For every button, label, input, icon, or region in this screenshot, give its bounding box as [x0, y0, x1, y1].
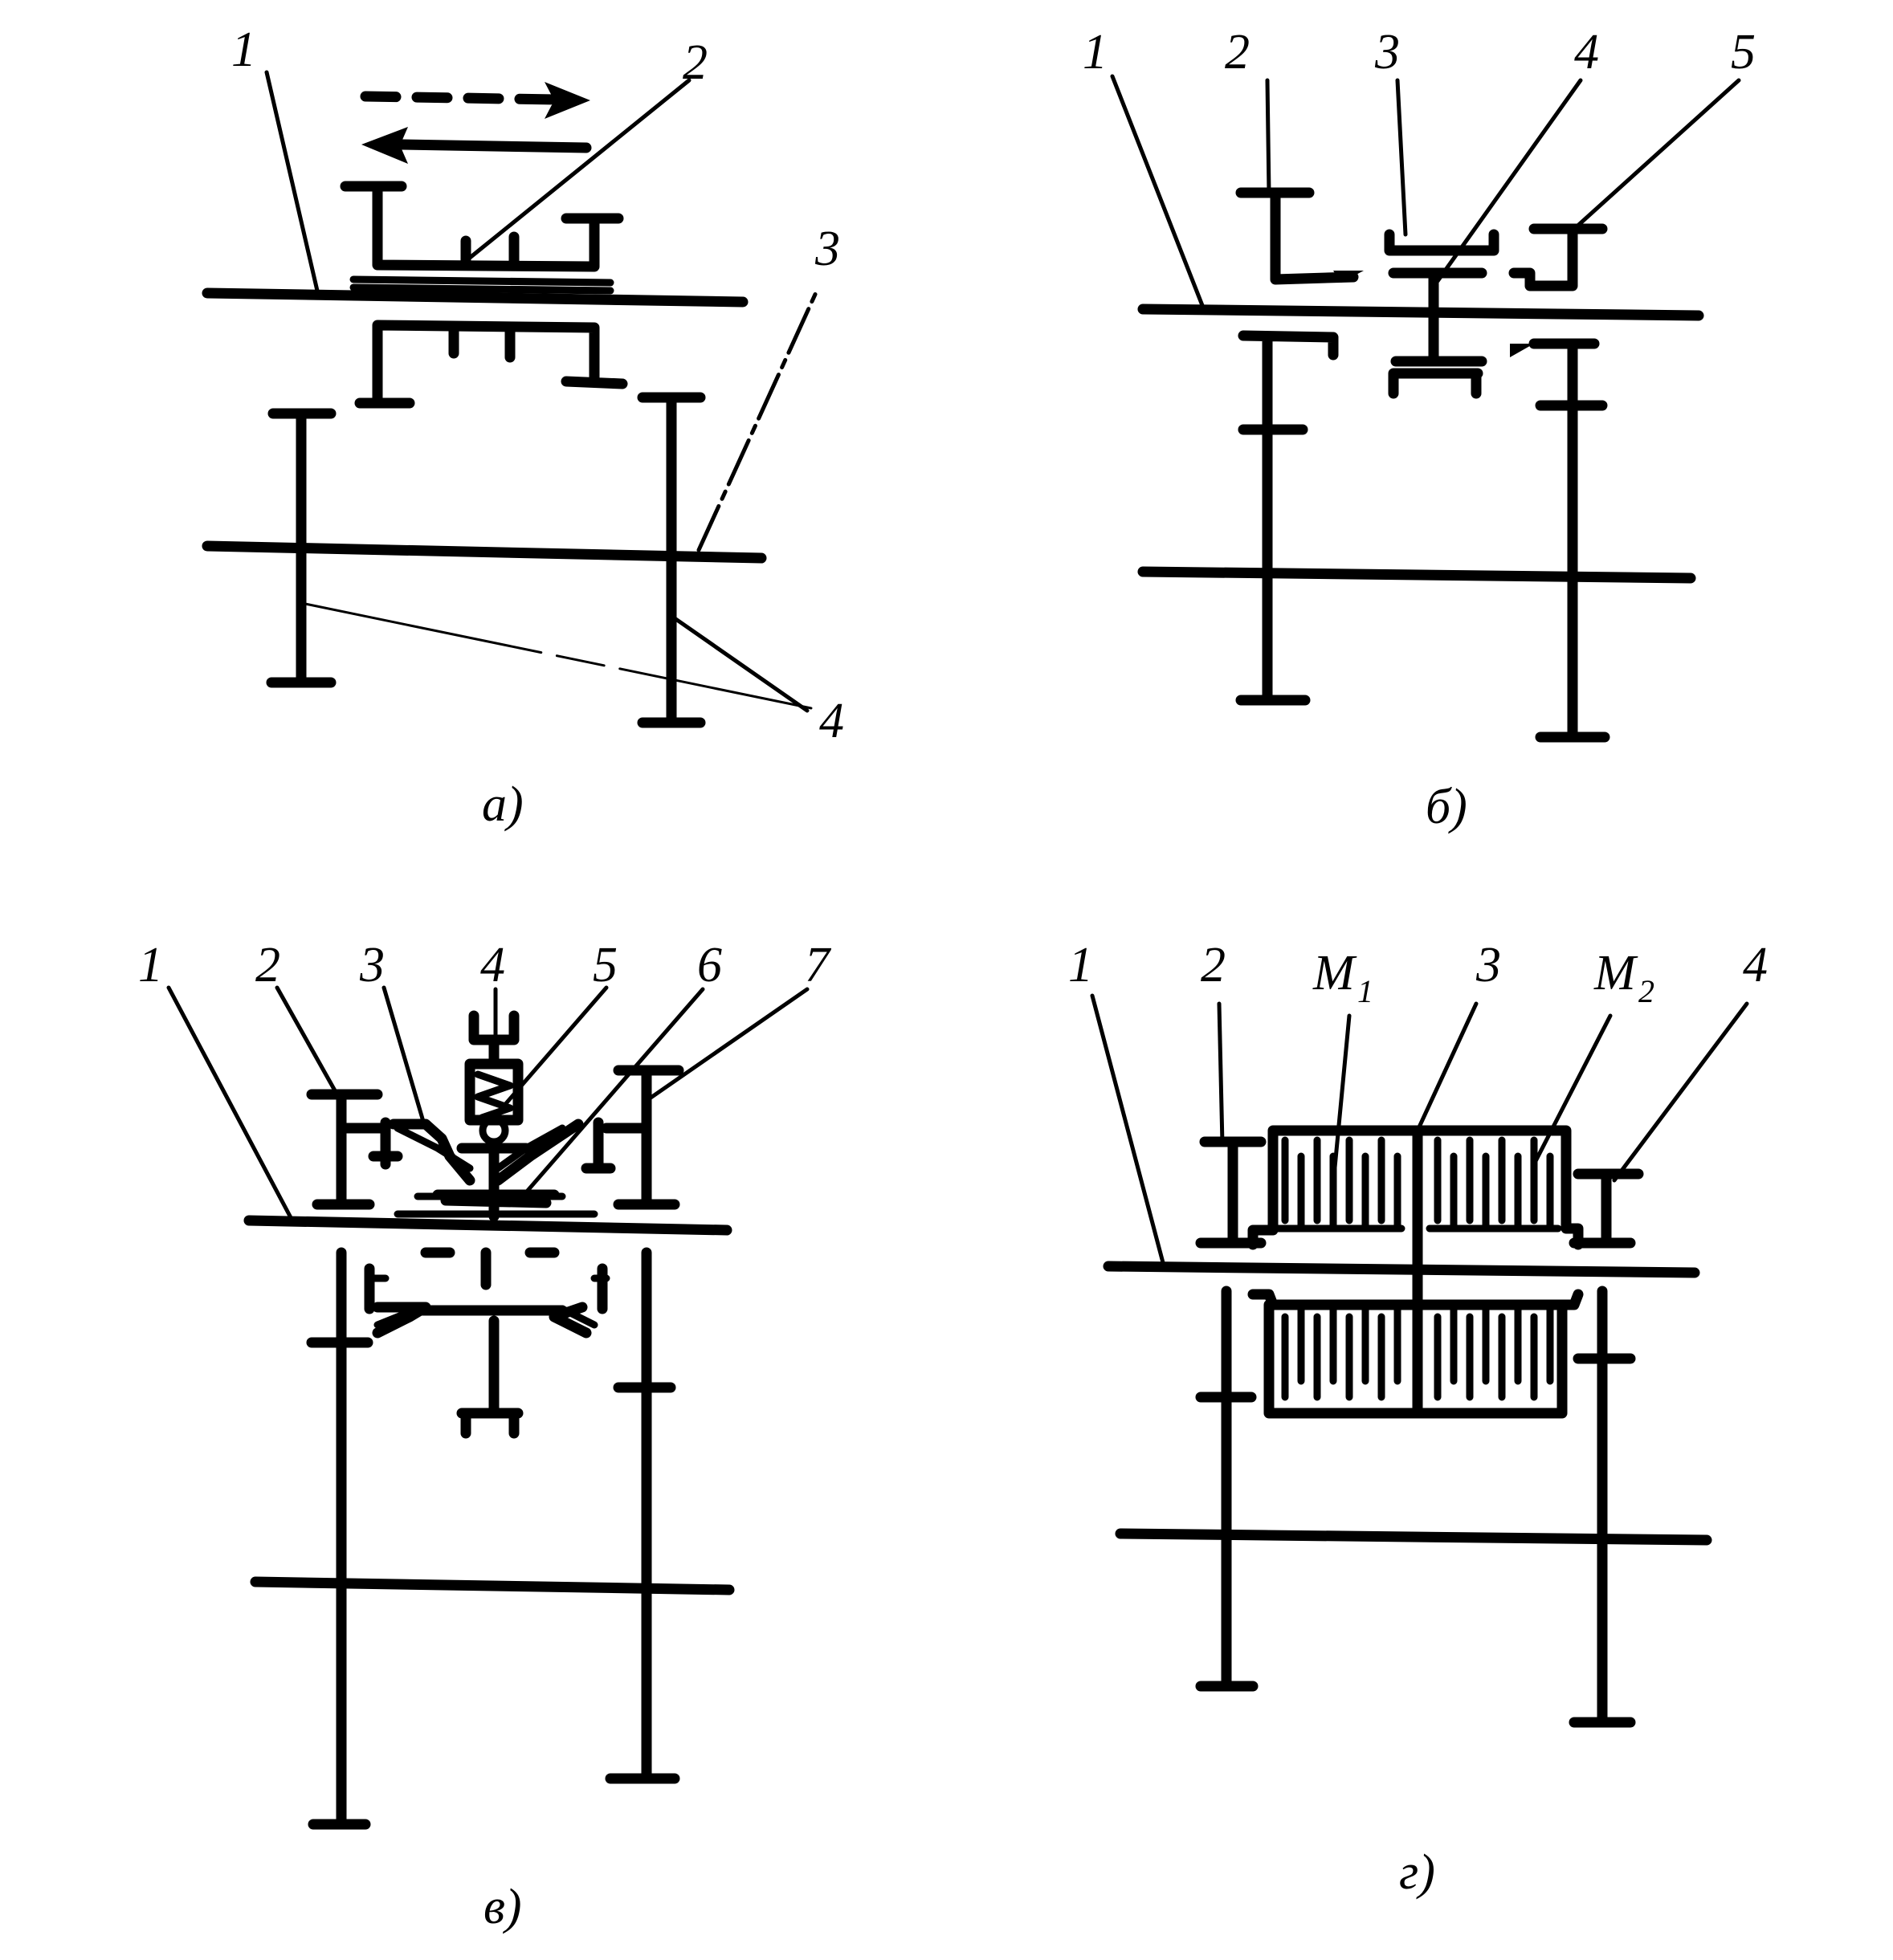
- b-label-2: 2: [1225, 25, 1250, 79]
- g-label-4: 4: [1743, 938, 1768, 992]
- v-upper-shaft: [243, 1215, 732, 1236]
- g-label-m2: М: [1593, 946, 1638, 1000]
- v-label-4: 4: [480, 938, 505, 992]
- g-clutch-m1-m2: [1247, 1125, 1584, 1419]
- v-label-3: 3: [359, 938, 385, 992]
- b-label-1: 1: [1083, 25, 1108, 79]
- g-label-1: 1: [1068, 938, 1093, 992]
- b-lower-shaft: [1137, 566, 1696, 584]
- a-fixed-gears: [266, 392, 706, 728]
- v-gear-7: [601, 1065, 684, 1784]
- panel-g: 1 2 М 1 3 М 2 4 г): [1068, 938, 1768, 1900]
- b-upper-shaft: [1137, 304, 1704, 321]
- v-label-1: 1: [138, 938, 163, 992]
- a-solid-arrow: [361, 127, 592, 164]
- panel-b: 1 2 3 4 5 б): [1083, 25, 1756, 834]
- b-label-4: 4: [1574, 25, 1599, 79]
- a-sliding-gear-block-upper: [340, 181, 624, 272]
- v-label-2: 2: [255, 938, 280, 992]
- a-label-2: 2: [683, 35, 708, 90]
- v-cone-synchro-upper: [368, 1117, 616, 1186]
- a-label-1: 1: [231, 22, 256, 77]
- b-label-3: 3: [1374, 25, 1400, 79]
- v-label-5: 5: [593, 938, 618, 992]
- g-upper-shaft: [1103, 1261, 1700, 1278]
- g-label-2: 2: [1201, 938, 1226, 992]
- v-label-6: 6: [697, 938, 722, 992]
- v-detent-spring: [464, 1010, 524, 1126]
- v-label-7: 7: [805, 938, 832, 992]
- v-gear-2: [306, 1089, 387, 1830]
- b-gear-5: [1508, 223, 1610, 743]
- b-caption: б): [1426, 780, 1467, 834]
- b-synchro-hub: [1384, 229, 1499, 399]
- g-label-m1-subscript: 1: [1357, 973, 1373, 1009]
- v-cone-synchro-lower: [364, 1247, 608, 1439]
- panel-v: 1 2 3 4 5 6 7 в): [138, 938, 832, 1934]
- g-gear-2: [1195, 1136, 1267, 1692]
- panel-a: 1 2 3 4 а): [202, 22, 844, 832]
- v-lower-shaft: [250, 1576, 735, 1595]
- b-gear-2: [1235, 187, 1359, 706]
- g-lower-shaft: [1115, 1528, 1712, 1546]
- g-gear-4: [1569, 1168, 1644, 1728]
- g-label-m2-subscript: 2: [1638, 973, 1654, 1009]
- b-label-5: 5: [1731, 25, 1756, 79]
- a-label-4: 4: [819, 694, 844, 748]
- v-caption: в): [483, 1880, 522, 1934]
- a-sliding-gear-block-lower: [354, 320, 628, 409]
- g-caption: г): [1399, 1845, 1435, 1900]
- a-label-3: 3: [814, 222, 840, 276]
- g-label-3: 3: [1475, 938, 1501, 992]
- a-upper-shaft: [202, 287, 749, 308]
- a-dashed-arrow: [360, 82, 590, 119]
- a-lower-shaft: [202, 540, 767, 564]
- g-label-m1: М: [1312, 946, 1357, 1000]
- a-caption: а): [482, 777, 524, 832]
